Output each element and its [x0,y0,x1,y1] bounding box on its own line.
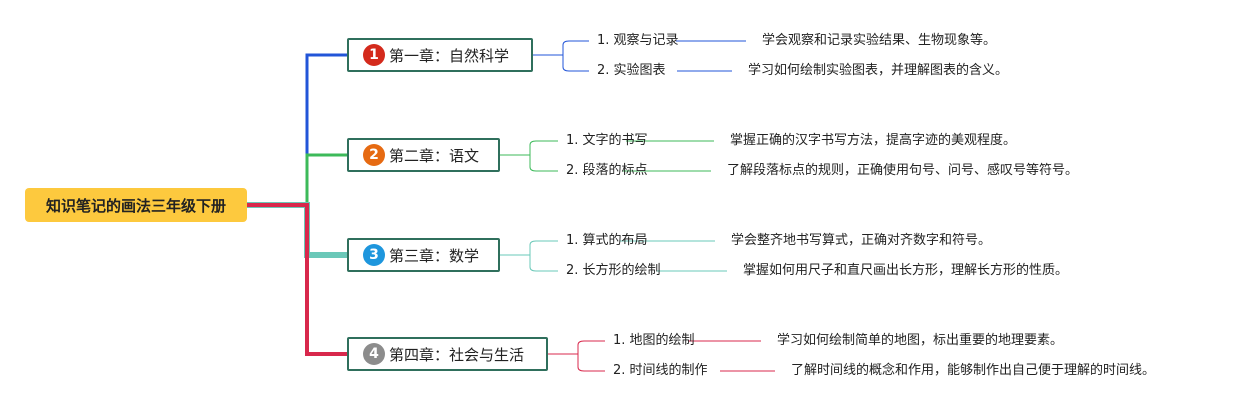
lesson-description[interactable]: 学会整齐地书写算式，正确对齐数字和符号。 [731,233,992,248]
lesson-item[interactable]: 1. 算式的布局 [566,233,648,248]
number-badge-icon: 1 [363,44,385,66]
branch-line-chapter-4 [247,203,347,356]
number-badge-icon: 2 [363,144,385,166]
sub-branch-line [533,40,589,56]
root-topic[interactable]: 知识笔记的画法三年级下册 [25,188,247,222]
branch-line-chapter-3 [247,202,347,258]
sub-branch-line [533,54,589,72]
lesson-description[interactable]: 学习如何绘制实验图表，并理解图表的含义。 [748,63,1009,78]
lesson-description[interactable]: 学习如何绘制简单的地图，标出重要的地理要素。 [777,333,1064,348]
lesson-item[interactable]: 2. 时间线的制作 [613,363,708,378]
sub-branch-line [548,340,605,355]
number-badge-icon: 3 [363,244,385,266]
lesson-item[interactable]: 2. 长方形的绘制 [566,263,661,278]
lesson-item[interactable]: 1. 文字的书写 [566,133,648,148]
lesson-description[interactable]: 掌握正确的汉字书写方法，提高字迹的美观程度。 [730,133,1017,148]
chapter-label: 第二章：语文 [389,146,480,165]
lesson-description[interactable]: 了解段落标点的规则，正确使用句号、问号、感叹号等符号。 [727,163,1079,178]
sub-branch-line [500,240,558,256]
chapter-label: 第四章：社会与生活 [389,345,525,364]
lesson-item[interactable]: 2. 段落的标点 [566,163,648,178]
sub-branch-line [500,140,558,156]
sub-branch-line [548,353,605,372]
chapter-label: 第三章：数学 [389,246,480,265]
lesson-item[interactable]: 1. 地图的绘制 [613,333,695,348]
chapter-label: 第一章：自然科学 [389,46,510,65]
sub-branch-line [500,254,558,272]
lesson-description[interactable]: 学会观察和记录实验结果、生物现象等。 [762,33,997,48]
sub-branch-line [500,154,558,172]
number-badge-icon: 4 [363,343,385,365]
lesson-item[interactable]: 2. 实验图表 [597,63,666,78]
lesson-description[interactable]: 了解时间线的概念和作用，能够制作出自己便于理解的时间线。 [791,363,1156,378]
branch-line-chapter-1 [247,53,347,207]
lesson-item[interactable]: 1. 观察与记录 [597,33,679,48]
branch-line-chapter-2 [247,153,347,207]
lesson-description[interactable]: 掌握如何用尺子和直尺画出长方形，理解长方形的性质。 [743,263,1069,278]
